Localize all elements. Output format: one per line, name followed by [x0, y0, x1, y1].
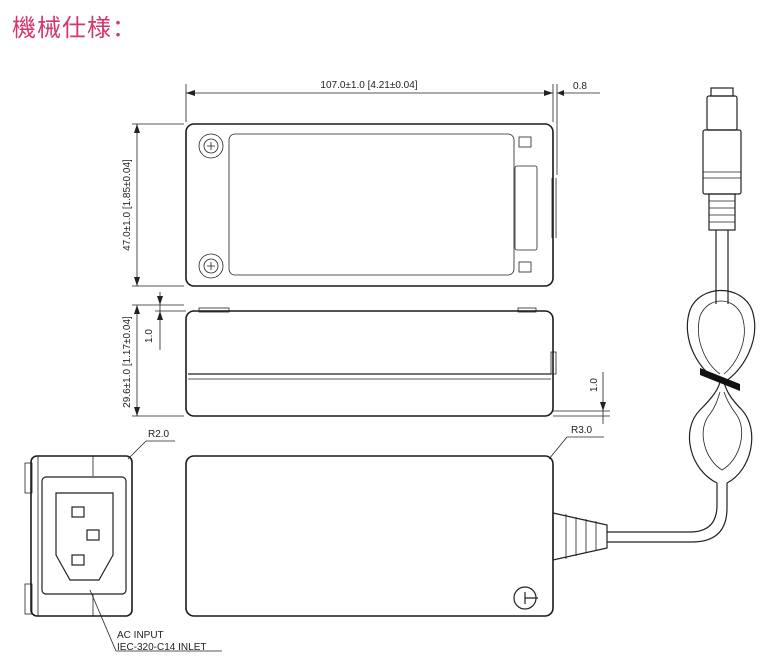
radius-inlet-label: R2.0	[148, 429, 170, 440]
width-dimension: 47.0±1.0 [1.85±0.04]	[122, 123, 184, 287]
length-dimension: 107.0±1.0 [4.21±0.04] 0.8	[185, 80, 600, 175]
inlet-label-line2: IEC-320-C14 INLET	[117, 642, 206, 653]
front-view	[185, 455, 554, 617]
iec-inlet	[41, 476, 127, 595]
end-view	[24, 455, 133, 617]
screw-bottom	[198, 253, 224, 279]
radius-body-label: R3.0	[571, 425, 593, 436]
height-dimension: 29.6±1.0 [1.17±0.04] 1.0 1.0	[122, 292, 610, 424]
inlet-label-line1: AC INPUT	[117, 630, 164, 641]
length-label: 107.0±1.0 [4.21±0.04]	[320, 80, 417, 91]
offset-left-label: 1.0	[144, 329, 155, 343]
width-label: 47.0±1.0 [1.85±0.04]	[122, 159, 133, 251]
power-symbol-icon	[513, 586, 538, 610]
radius-body-callout: R3.0	[548, 425, 604, 460]
screw-top	[198, 133, 224, 159]
height-label: 29.6±1.0 [1.17±0.04]	[122, 316, 133, 408]
lip-label: 0.8	[573, 81, 587, 92]
side-view	[185, 307, 557, 417]
dc-cable	[552, 87, 756, 561]
offset-right-label: 1.0	[589, 378, 600, 392]
inlet-callout: AC INPUT IEC-320-C14 INLET	[89, 589, 222, 653]
inlet-socket	[55, 492, 114, 581]
page-title: 機械仕様：	[12, 14, 137, 42]
radius-inlet-callout: R2.0	[127, 429, 175, 460]
top-view	[185, 123, 557, 287]
